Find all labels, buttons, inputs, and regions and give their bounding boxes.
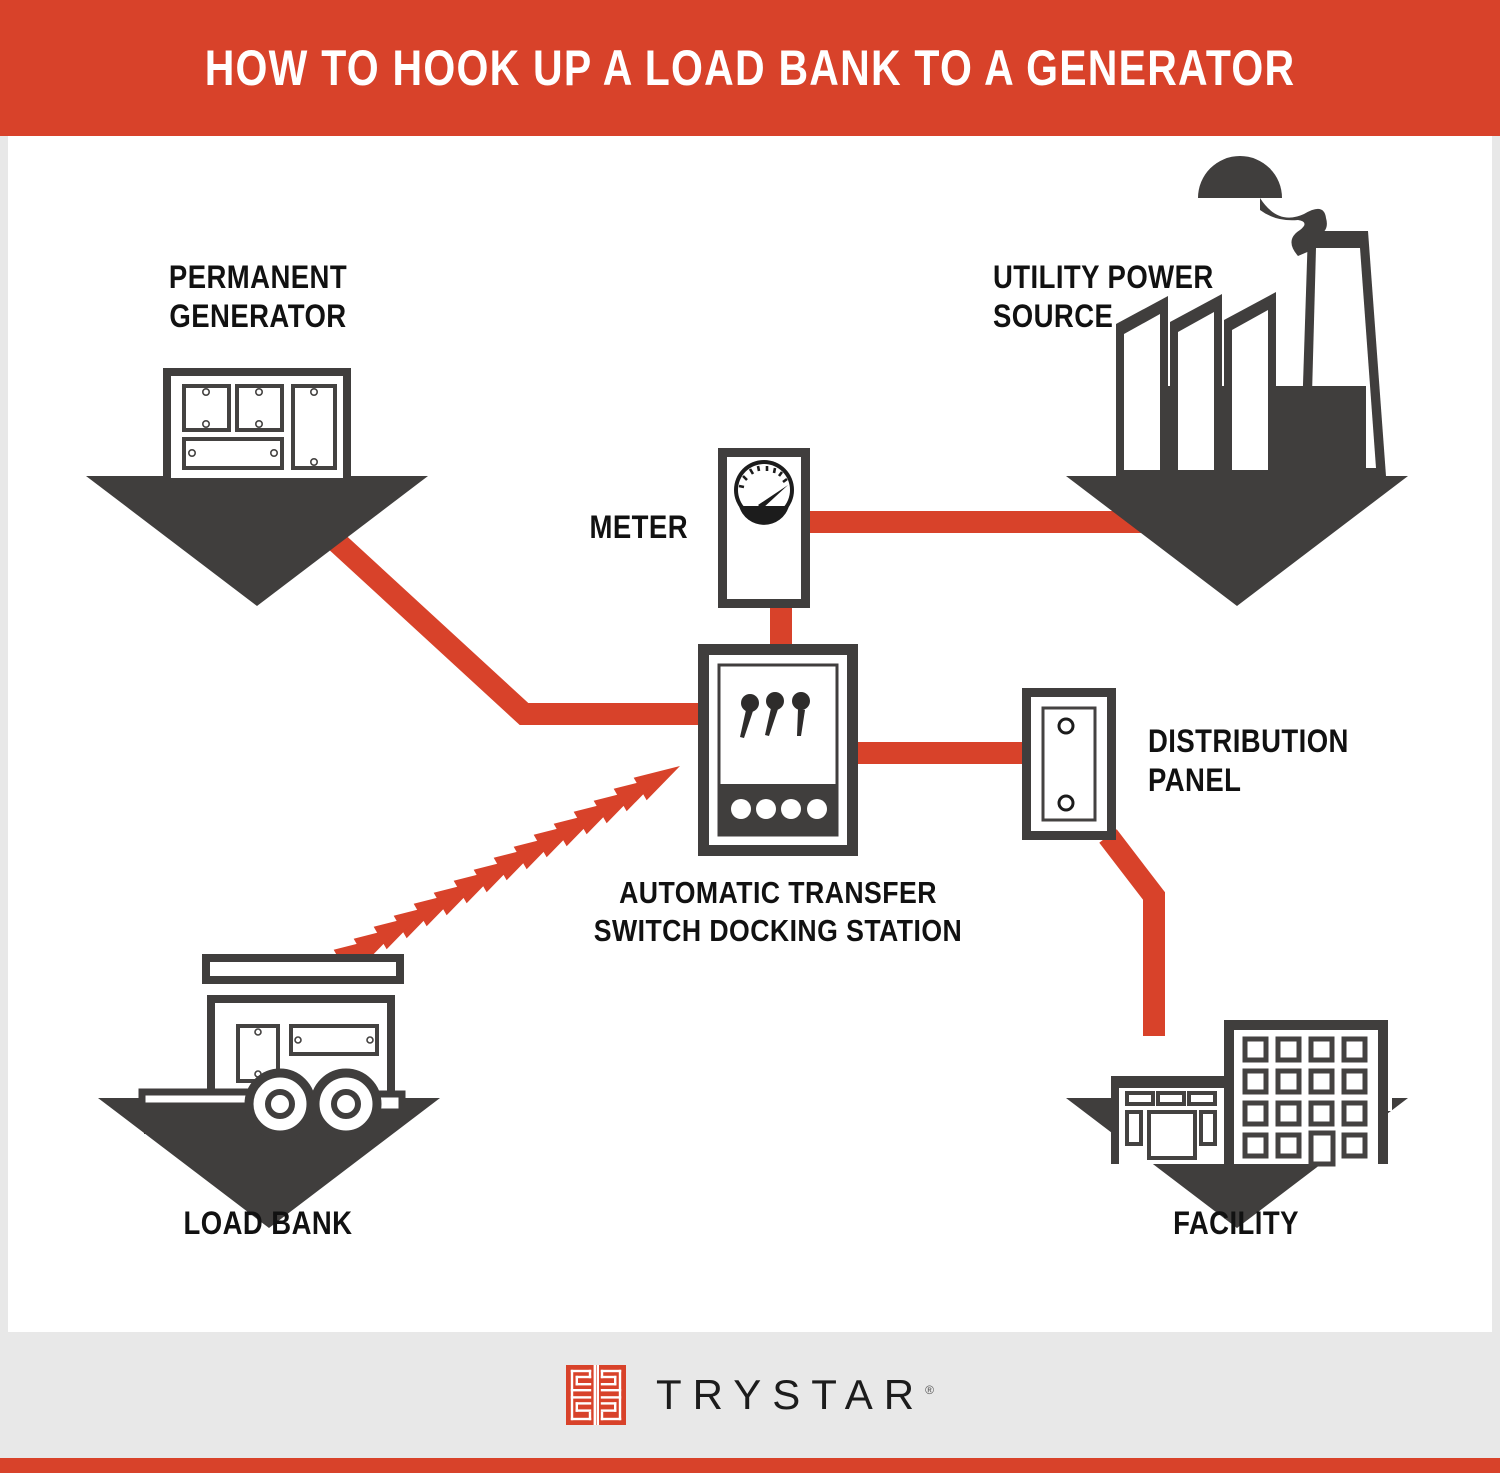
node-facility[interactable] <box>1066 1011 1408 1228</box>
label-line-1: LOAD BANK <box>183 1205 353 1241</box>
label-line-2: PANEL <box>1148 762 1242 799</box>
diagram-canvas: PERMANENT GENERATOR UTILITY POWER SOURCE… <box>8 136 1492 1332</box>
label-line-2: SWITCH DOCKING STATION <box>593 912 963 948</box>
label-line-1: UTILITY POWER <box>993 259 1214 295</box>
label-automatic-transfer-switch: AUTOMATIC TRANSFER SWITCH DOCKING STATIO… <box>593 874 963 950</box>
connection-ats-to-distribution-panel <box>846 742 1026 764</box>
label-line-1: PERMANENT <box>168 259 348 295</box>
node-meter[interactable] <box>718 448 810 608</box>
brand-logo[interactable]: TRYSTAR® <box>566 1365 934 1425</box>
label-line-1: DISTRIBUTION <box>1148 723 1349 759</box>
footer-bar: TRYSTAR® <box>0 1332 1500 1458</box>
label-meter: METER <box>439 508 688 547</box>
label-line-1: METER <box>589 509 688 545</box>
page-title: HOW TO HOOK UP A LOAD BANK TO A GENERATO… <box>204 40 1296 96</box>
registered-trademark-icon: ® <box>925 1383 934 1397</box>
meter-gauge-icon <box>718 448 810 608</box>
label-load-bank: LOAD BANK <box>96 1204 440 1243</box>
label-line-2: SOURCE <box>993 298 1114 335</box>
brand-name: TRYSTAR <box>656 1371 926 1418</box>
factory-icon <box>1116 156 1386 478</box>
connection-panel-to-facility <box>1099 829 1165 1036</box>
node-utility-power-source[interactable] <box>1066 156 1408 606</box>
header-banner: HOW TO HOOK UP A LOAD BANK TO A GENERATO… <box>0 0 1500 136</box>
generator-cabinet-icon <box>163 368 351 478</box>
label-line-1: AUTOMATIC TRANSFER <box>619 875 937 910</box>
down-arrow <box>1066 476 1408 606</box>
transfer-switch-icon <box>698 644 858 856</box>
trystar-maze-t-logo-icon <box>566 1365 626 1425</box>
node-distribution-panel[interactable] <box>1022 688 1116 840</box>
label-distribution-panel: DISTRIBUTION PANEL <box>1148 722 1458 800</box>
diagram-svg <box>86 156 1408 1228</box>
facility-buildings-icon <box>1111 1011 1392 1167</box>
node-load-bank[interactable] <box>98 954 440 1228</box>
label-utility-power-source: UTILITY POWER SOURCE <box>993 258 1337 336</box>
label-permanent-generator: PERMANENT GENERATOR <box>86 258 430 336</box>
label-line-1: FACILITY <box>1173 1205 1299 1241</box>
connection-generator-to-ats <box>318 523 708 725</box>
footer-accent-bar <box>0 1458 1500 1473</box>
label-line-2: GENERATOR <box>169 298 347 335</box>
panel-box-icon <box>1022 688 1116 840</box>
label-facility: FACILITY <box>1064 1204 1408 1243</box>
node-automatic-transfer-switch[interactable] <box>698 644 858 856</box>
node-permanent-generator[interactable] <box>86 368 428 606</box>
brand-wordmark: TRYSTAR® <box>656 1371 934 1419</box>
down-arrow <box>86 476 428 606</box>
trailer-load-bank-icon <box>138 954 406 1140</box>
